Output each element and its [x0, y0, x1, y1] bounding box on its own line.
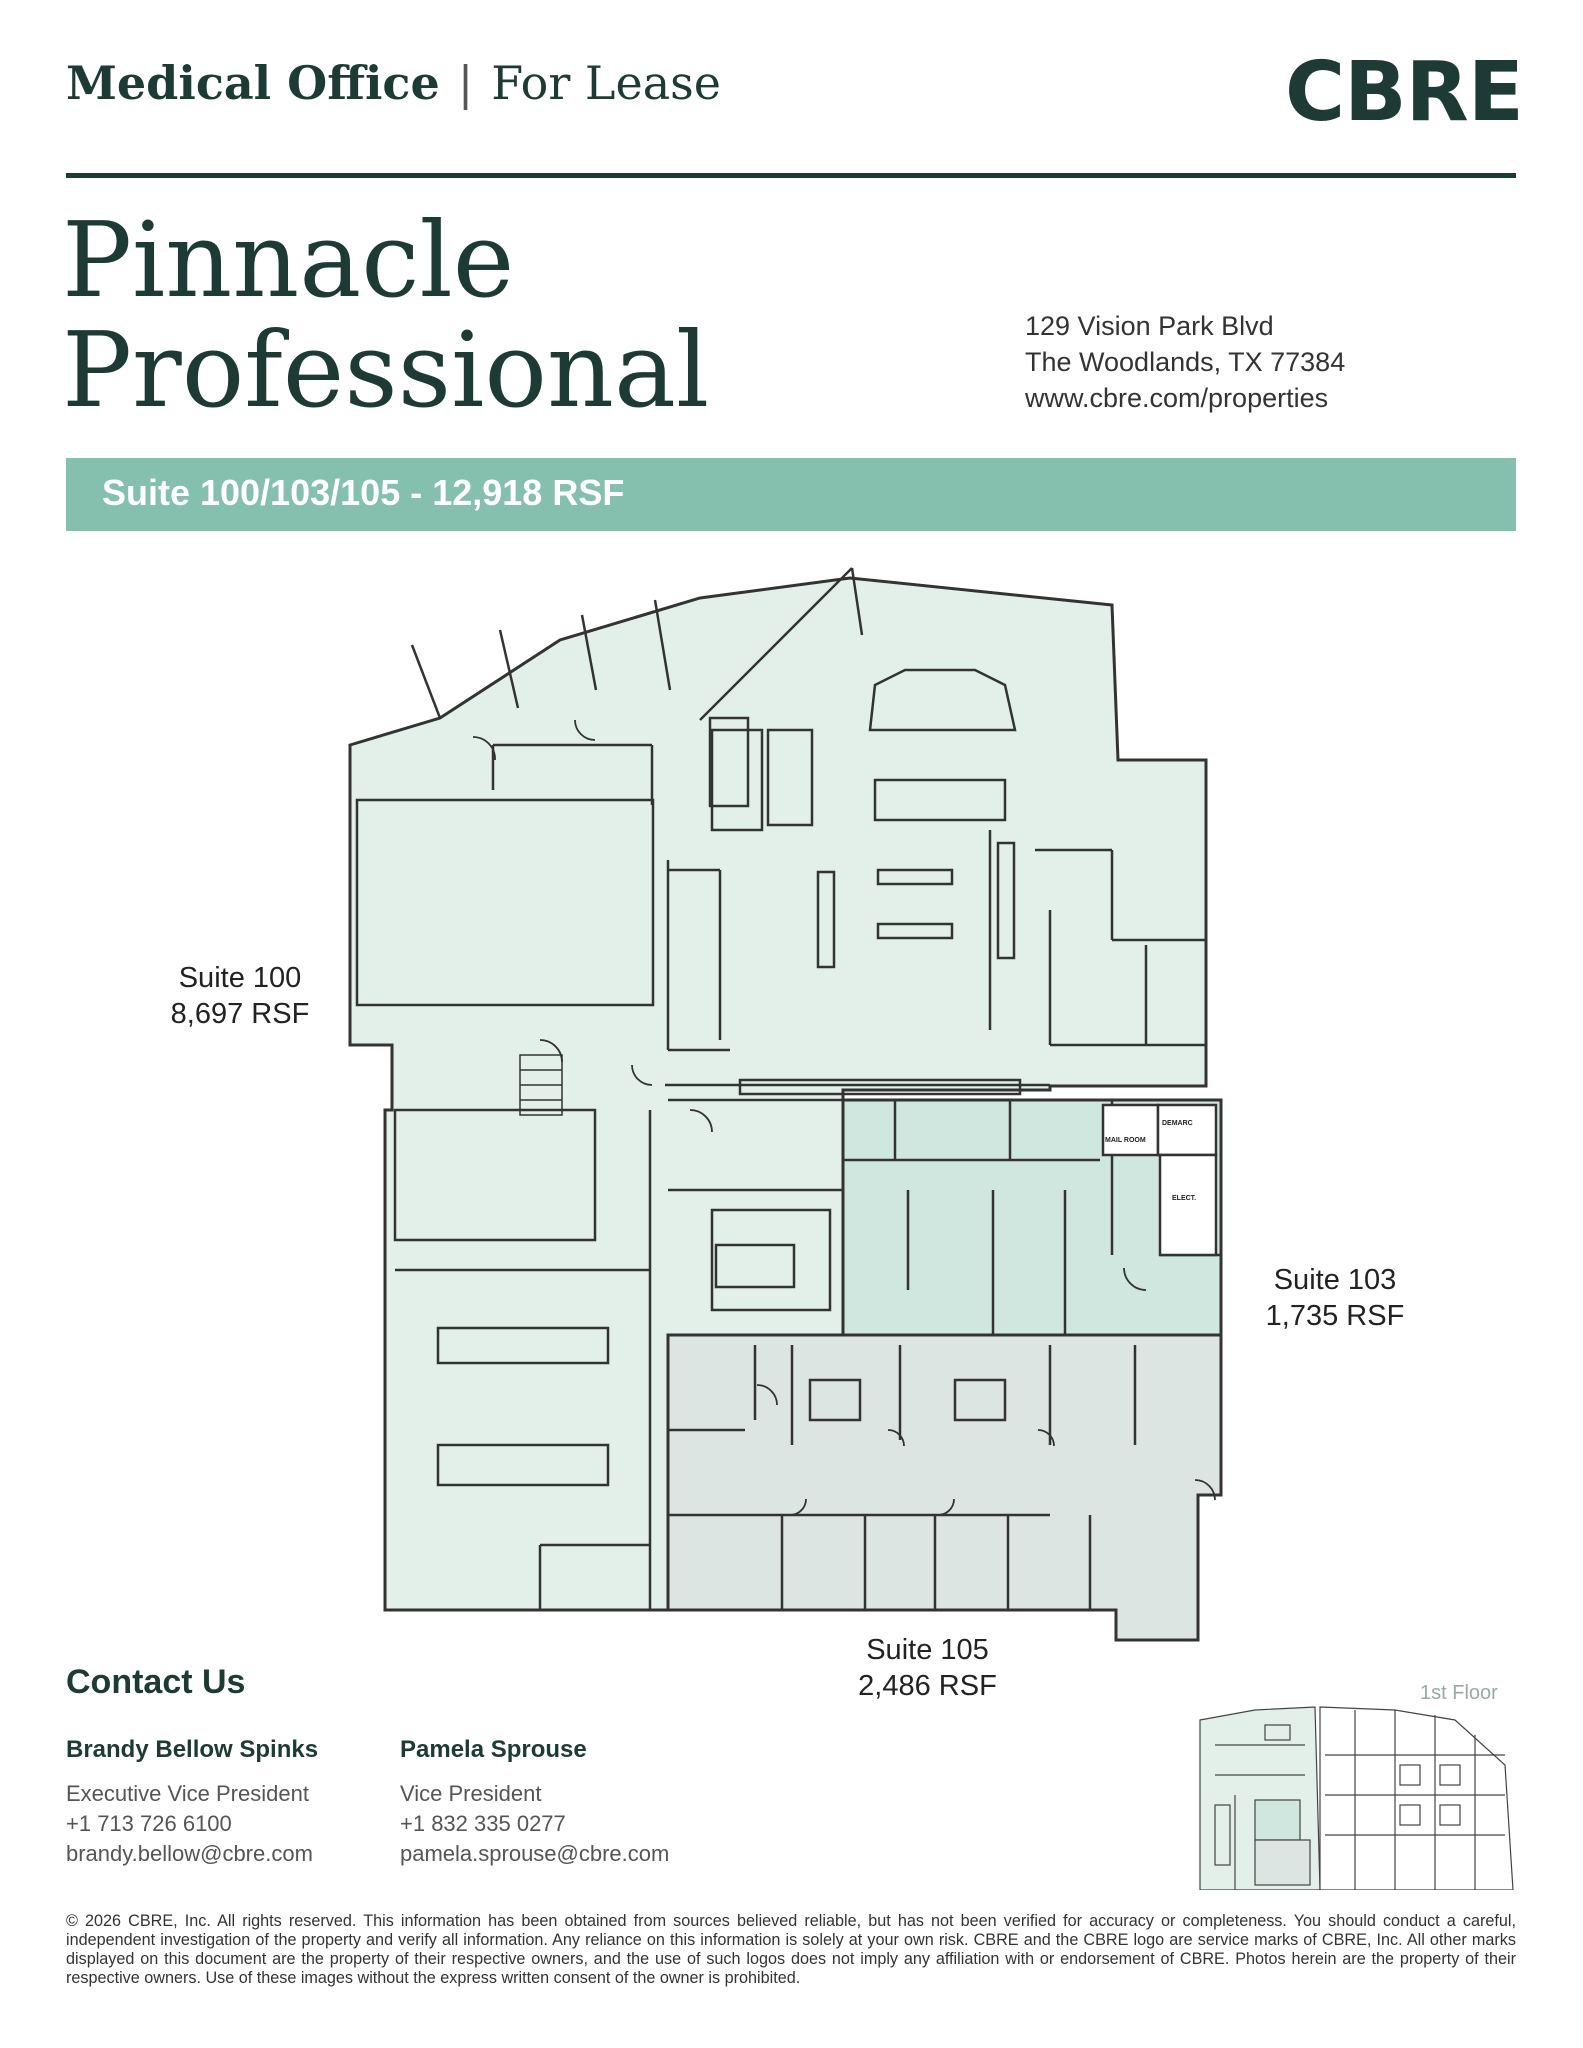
suite-105-area — [666, 1333, 1223, 1642]
address-line2: The Woodlands, TX 77384 — [1025, 347, 1346, 377]
suite-100-area-text: 8,697 RSF — [170, 998, 310, 1030]
property-name-line2: Professional — [62, 309, 710, 431]
legal-disclaimer: © 2026 CBRE, Inc. All rights reserved. T… — [66, 1912, 1516, 1987]
cbre-logo: CBRE — [1285, 45, 1524, 140]
suite-100-label: Suite 100 8,697 RSF — [165, 960, 315, 1032]
address-line1: 129 Vision Park Blvd — [1025, 311, 1274, 341]
contact-2-name: Pamela Sprouse — [400, 1736, 587, 1763]
document-category: Medical Office | For Lease — [66, 56, 721, 110]
contact-1-role: Executive Vice President — [66, 1781, 309, 1806]
contact-2-email[interactable]: pamela.sprouse@cbre.com — [400, 1841, 670, 1866]
suite-banner: Suite 100/103/105 - 12,918 RSF — [66, 458, 1516, 531]
property-title: Pinnacle Professional — [62, 205, 709, 425]
contact-1-email[interactable]: brandy.bellow@cbre.com — [66, 1841, 313, 1866]
suite-banner-text: Suite 100/103/105 - 12,918 RSF — [102, 472, 625, 513]
website-link[interactable]: www.cbre.com/properties — [1025, 383, 1329, 413]
suite-100-name: Suite 100 — [178, 962, 302, 994]
property-name-line1: Pinnacle — [62, 199, 515, 321]
suite-103-area-text: 1,735 RSF — [1265, 1300, 1405, 1332]
suite-105-name: Suite 105 — [866, 1634, 989, 1666]
contact-1-name: Brandy Bellow Spinks — [66, 1736, 319, 1763]
category-label: Medical Office — [66, 56, 440, 110]
property-address: 129 Vision Park Blvd The Woodlands, TX 7… — [1025, 308, 1345, 416]
contact-1-phone[interactable]: +1 713 726 6100 — [66, 1811, 232, 1836]
suite-103-name: Suite 103 — [1273, 1264, 1397, 1296]
suite-105-label: Suite 105 2,486 RSF — [845, 1632, 1010, 1704]
contact-2-role: Vice President — [400, 1781, 542, 1806]
suite-103-label: Suite 103 1,735 RSF — [1255, 1262, 1415, 1334]
listing-type: For Lease — [491, 56, 721, 110]
contact-title: Contact Us — [66, 1663, 246, 1701]
mail-room-label: MAIL ROOM — [1105, 1137, 1146, 1144]
contact-card-1: Brandy Bellow Spinks Executive Vice Pres… — [66, 1735, 318, 1869]
floor-plan: MAIL ROOM DEMARC ELECT. — [348, 567, 1223, 1642]
header-rule — [66, 173, 1516, 178]
elect-label: ELECT. — [1172, 1195, 1196, 1202]
header-separator: | — [457, 56, 474, 110]
keymap-thumbnail — [1199, 1706, 1514, 1890]
keymap-floor-label: 1st Floor — [1420, 1682, 1498, 1704]
contact-card-2: Pamela Sprouse Vice President +1 832 335… — [400, 1735, 669, 1869]
demarc-label: DEMARC — [1162, 1120, 1193, 1127]
contact-2-phone[interactable]: +1 832 335 0277 — [400, 1811, 566, 1836]
suite-105-area-text: 2,486 RSF — [858, 1670, 997, 1702]
